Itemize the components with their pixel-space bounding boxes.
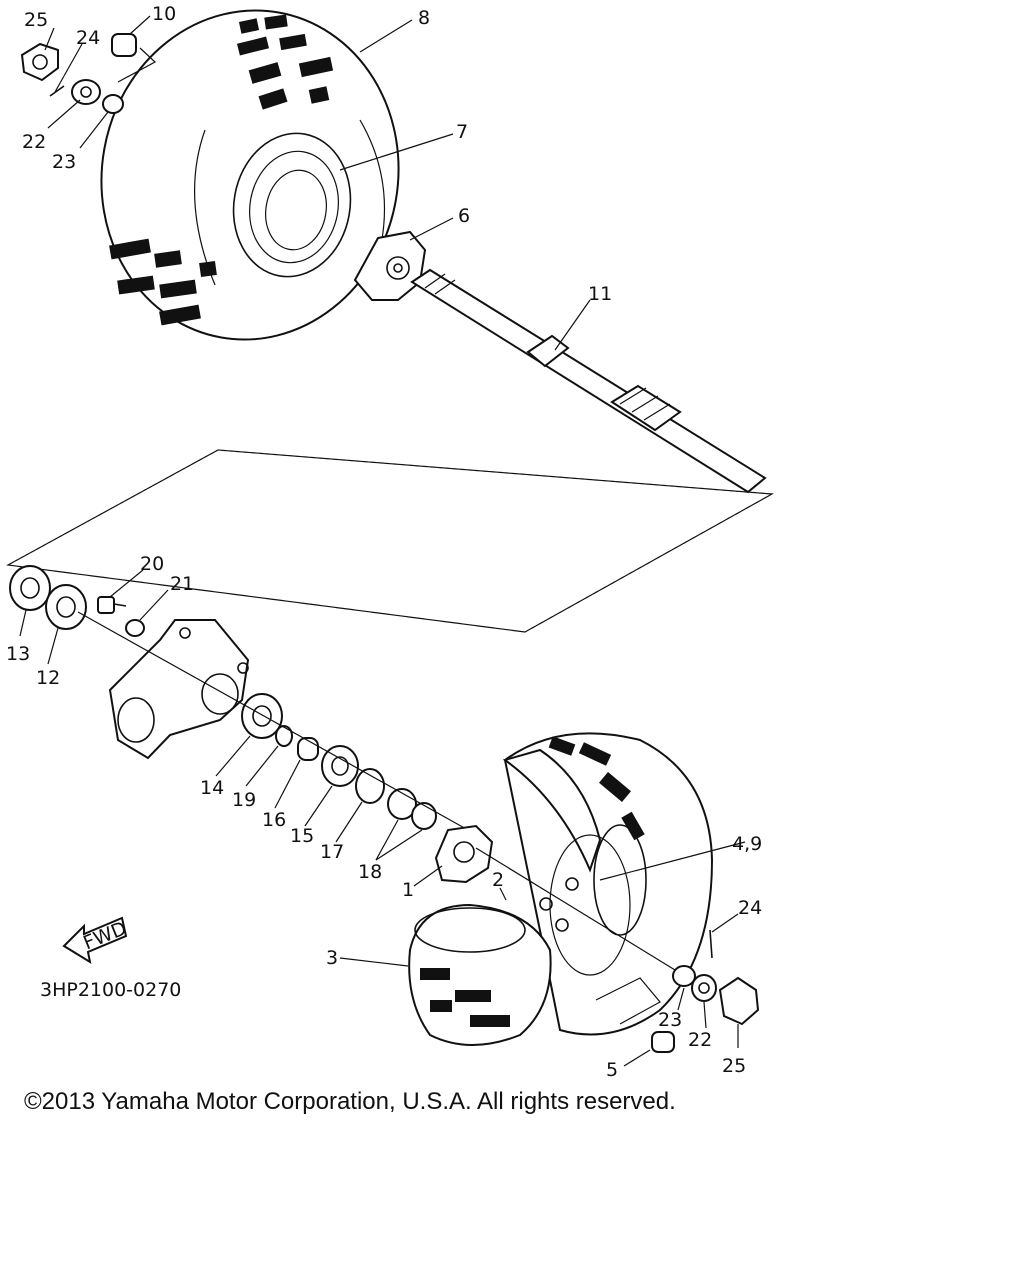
leader-lines: [19, 15, 746, 1067]
nut-22-lower: [691, 974, 717, 1002]
nut-18: [387, 788, 437, 830]
callout-21: 21: [170, 573, 194, 595]
assembly-outline: [6, 449, 775, 633]
axis-line-middle: [77, 611, 469, 831]
washer-21: [125, 619, 145, 637]
callout-24-bottom: 24: [738, 897, 762, 919]
wheel-hub-upper: [353, 230, 427, 301]
callout-10: 10: [152, 3, 176, 25]
callout-14: 14: [200, 777, 224, 799]
copyright-notice: ©2013 Yamaha Motor Corporation, U.S.A. A…: [24, 1088, 676, 1115]
bearing-15: [321, 745, 359, 787]
callout-23-bottom: 23: [658, 1009, 682, 1031]
callout-5: 5: [606, 1059, 618, 1080]
exploded-parts-diagram: FWD 25 10 24 8: [6, 3, 775, 1080]
oil-seal-13: [9, 565, 51, 611]
fwd-arrow-icon: FWD: [62, 916, 130, 965]
callout-2: 2: [492, 869, 504, 891]
callout-11: 11: [588, 283, 612, 305]
axis-line-lower: [475, 847, 676, 971]
callout-18: 18: [358, 861, 382, 883]
callout-17: 17: [320, 841, 344, 863]
callout-12: 12: [36, 667, 60, 689]
bearing-12: [45, 584, 87, 630]
callout-6: 6: [458, 205, 470, 227]
wheel-hub-lower: [434, 824, 494, 884]
oil-seal-17: [355, 768, 385, 804]
upper-hardware: [20, 33, 157, 114]
lower-wheel-assembly: [408, 732, 760, 1053]
tire-lower: [408, 732, 714, 1046]
callout-15: 15: [290, 825, 314, 847]
callout-8: 8: [418, 7, 430, 29]
circlip-19: [275, 725, 293, 747]
tire-upper-tread: [109, 14, 334, 326]
nut-5: [651, 1031, 675, 1053]
callout-1: 1: [402, 879, 414, 901]
callout-16: 16: [262, 809, 286, 831]
callout-19: 19: [232, 789, 256, 811]
callout-22-bottom: 22: [688, 1029, 712, 1051]
callout-25-top: 25: [24, 9, 48, 31]
callout-3: 3: [326, 947, 338, 969]
wheel-studs: [539, 877, 579, 932]
callout-25-bottom: 25: [722, 1055, 746, 1077]
callout-24-top: 24: [76, 27, 100, 49]
fwd-label: FWD: [80, 917, 129, 954]
axle-housing: [108, 619, 250, 760]
hub-cap-25-lower: [718, 976, 760, 1026]
rear-axle: [410, 268, 767, 494]
callout-22-top: 22: [22, 131, 46, 153]
bearing-14: [241, 693, 283, 739]
lower-hardware-bracket: [595, 977, 661, 1025]
washer-23-lower: [672, 965, 696, 987]
callout-20: 20: [140, 553, 164, 575]
callout-4-9: 4,9: [732, 833, 762, 855]
callout-23-top: 23: [52, 151, 76, 173]
cotter-pin-24-lower: [709, 929, 713, 959]
drawing-code: 3HP2100-0270: [40, 979, 181, 1001]
spacer-16: [297, 737, 319, 761]
callout-13: 13: [6, 643, 30, 665]
callout-7: 7: [456, 121, 468, 143]
axle-housing-assembly: [9, 565, 469, 831]
callout-labels: 25 10 24 8 22 23 7 6 11 20 21 13 12 14 1…: [6, 3, 762, 1080]
tire-lower-tread: [420, 736, 645, 1027]
upper-wheel-assembly: [20, 9, 767, 494]
bolt-20: [97, 596, 127, 614]
